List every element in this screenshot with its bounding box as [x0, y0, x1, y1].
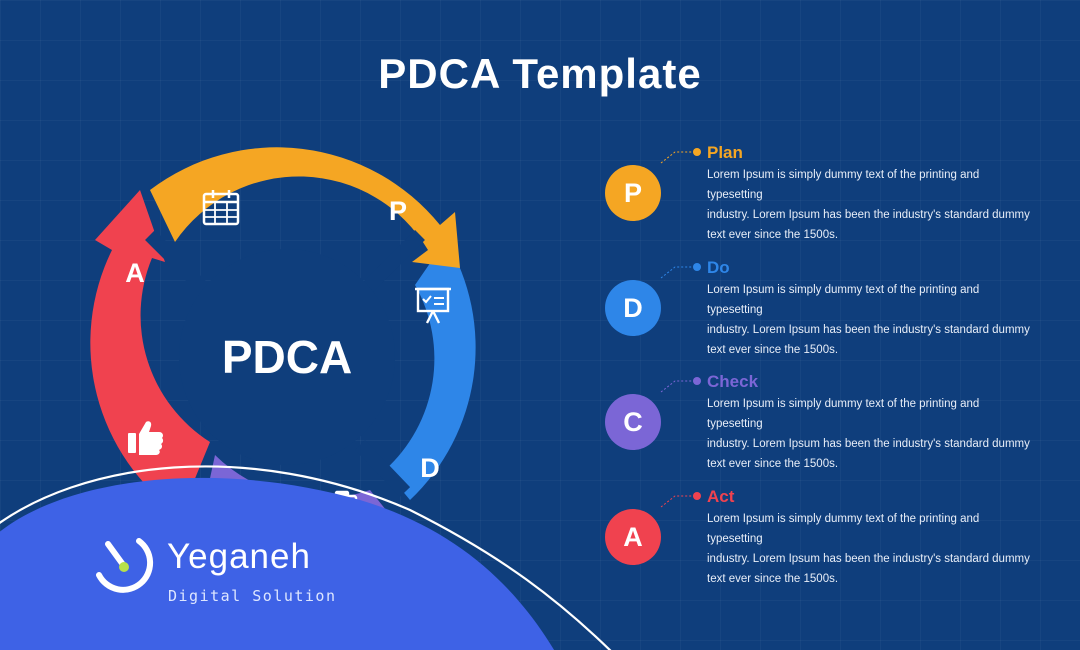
decorative-curve	[0, 465, 612, 650]
act-badge: A	[605, 509, 661, 565]
wheel-label-plan: P	[388, 196, 407, 226]
do-segment	[385, 240, 476, 500]
check-leader-line	[660, 377, 701, 393]
plan-description-line: industry. Lorem Ipsum has been the indus…	[707, 209, 1030, 221]
page-title: PDCA Template	[378, 50, 702, 97]
do-description-line: text ever since the 1500s.	[707, 344, 839, 356]
check-badge: C	[605, 394, 661, 450]
plan-description: Lorem Ipsum is simply dummy text of the …	[707, 165, 1037, 245]
check-description: Lorem Ipsum is simply dummy text of the …	[707, 394, 1037, 474]
step-act: A Act Lorem Ipsum is simply dummy text o…	[605, 487, 1045, 587]
check-description-line: text ever since the 1500s.	[707, 458, 839, 470]
plan-segment	[150, 147, 460, 268]
do-badge: D	[605, 280, 661, 336]
act-leader-line	[660, 492, 701, 508]
yeganeh-logo-icon	[96, 538, 154, 593]
plan-badge: P	[605, 165, 661, 221]
act-description-line: industry. Lorem Ipsum has been the indus…	[707, 553, 1030, 565]
act-description-line: Lorem Ipsum is simply dummy text of the …	[707, 513, 980, 545]
wheel-center-label: PDCA	[221, 331, 353, 383]
wheel-label-do: D	[420, 453, 440, 483]
plan-description-line: text ever since the 1500s.	[707, 229, 839, 241]
wheel-label-act: A	[125, 258, 145, 288]
check-title: Check	[707, 372, 759, 391]
plan-leader-line	[660, 148, 701, 164]
wheel-center	[179, 249, 395, 465]
do-title: Do	[707, 258, 730, 277]
brand-name: Yeganeh	[167, 537, 311, 576]
act-description-line: text ever since the 1500s.	[707, 573, 839, 585]
thumbs-up-icon	[128, 421, 164, 455]
step-check: C Check Lorem Ipsum is simply dummy text…	[605, 372, 1045, 472]
do-description: Lorem Ipsum is simply dummy text of the …	[707, 280, 1037, 360]
act-description: Lorem Ipsum is simply dummy text of the …	[707, 509, 1037, 589]
check-description-line: industry. Lorem Ipsum has been the indus…	[707, 438, 1030, 450]
check-description-line: Lorem Ipsum is simply dummy text of the …	[707, 398, 980, 430]
plan-title: Plan	[707, 143, 743, 162]
calendar-icon	[202, 190, 240, 226]
presentation-board-icon	[415, 287, 451, 324]
do-description-line: Lorem Ipsum is simply dummy text of the …	[707, 284, 980, 316]
act-segment	[90, 190, 210, 515]
act-title: Act	[707, 487, 735, 506]
step-do: D Do Lorem Ipsum is simply dummy text of…	[605, 258, 1045, 358]
plan-description-line: Lorem Ipsum is simply dummy text of the …	[707, 169, 980, 201]
do-leader-line	[660, 263, 701, 279]
brand-tagline: Digital Solution	[168, 587, 337, 605]
step-plan: P Plan Lorem Ipsum is simply dummy text …	[605, 143, 1045, 243]
do-description-line: industry. Lorem Ipsum has been the indus…	[707, 324, 1030, 336]
